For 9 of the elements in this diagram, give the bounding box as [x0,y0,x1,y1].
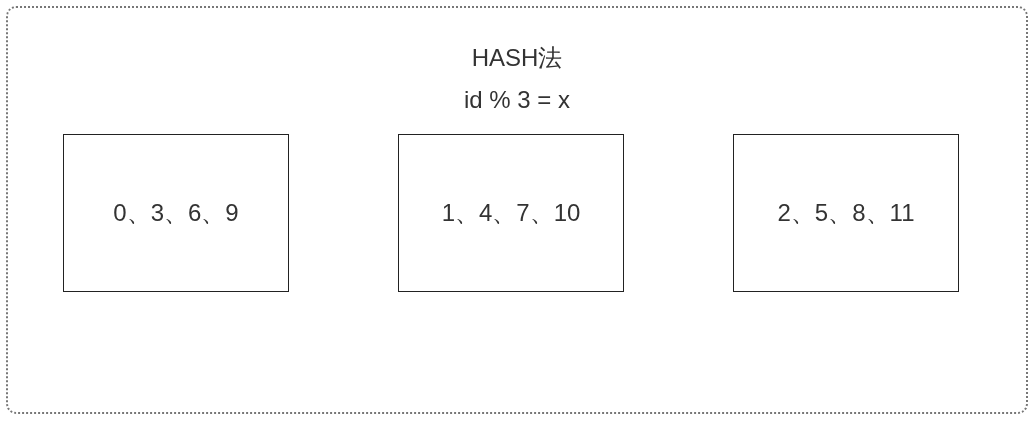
group-title: HASH法 [470,44,564,72]
process-box [733,134,959,292]
process-box [398,134,624,292]
group-container [6,6,1028,414]
formula-text: id % 3 = x [462,86,572,114]
box-label: 0、3、6、9 [113,199,239,227]
box-label: 1、4、7、10 [441,199,581,227]
process-box [63,134,289,292]
box-label: 2、5、8、11 [777,199,915,227]
